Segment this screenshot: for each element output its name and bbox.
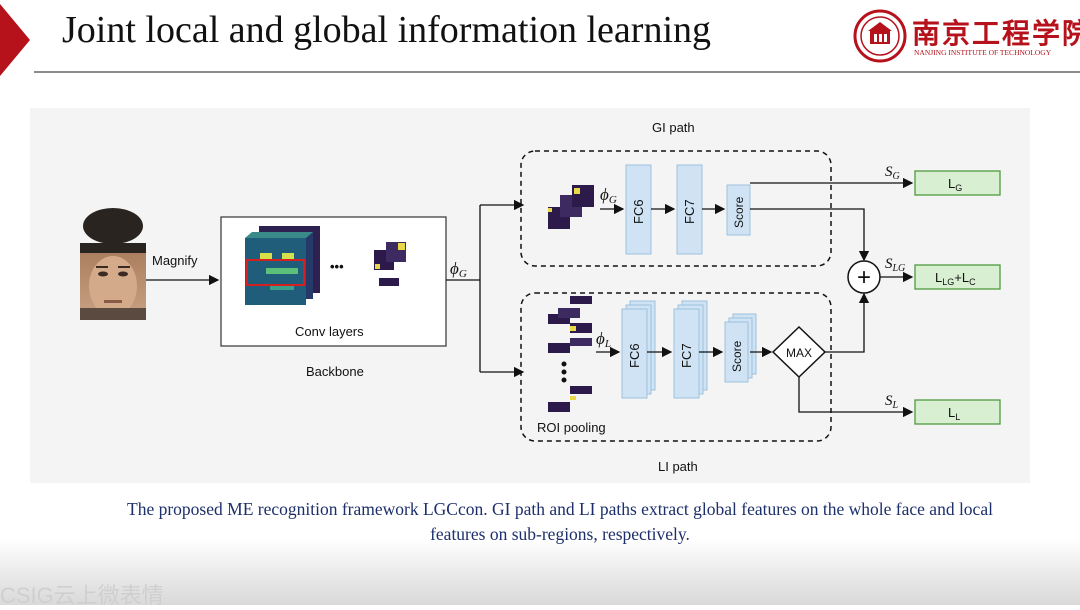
loss-l-label: LL — [948, 405, 960, 422]
loss-l-box — [914, 399, 1001, 425]
figure-caption: The proposed ME recognition framework LG… — [127, 499, 993, 544]
roi-rectangle — [246, 259, 305, 286]
gi-fc6-box — [625, 164, 652, 255]
backbone-label: Backbone — [306, 364, 364, 379]
conv-feature-maps — [245, 226, 320, 305]
backbone-final-feature — [374, 242, 406, 286]
li-fc6-label: FC6 — [627, 343, 642, 368]
figure-panel: Magnify ••• — [30, 108, 1030, 483]
phi-g-gi: ϕG — [600, 185, 617, 206]
loss-lg-box — [914, 264, 1001, 290]
gi-fc7-box — [676, 164, 703, 255]
plus-icon: + — [857, 264, 871, 291]
magnify-label: Magnify — [152, 253, 198, 268]
li-score-stack — [724, 313, 757, 383]
logo-name: 南京工程学院 — [912, 19, 1080, 50]
li-fc6-stack — [621, 300, 656, 399]
logo-subtitle: NANJING INSTITUTE OF TECHNOLOGY — [914, 48, 1052, 57]
backbone-ellipsis: ••• — [330, 259, 344, 274]
gi-to-plus-arrow — [750, 208, 870, 262]
title-divider — [34, 71, 1080, 73]
gi-fc7-label: FC7 — [682, 199, 697, 224]
max-to-plus-arrow — [825, 292, 870, 353]
gi-path-label: GI path — [652, 120, 695, 135]
sl-label: SL — [885, 393, 899, 411]
loss-g-label: LG — [948, 176, 962, 193]
sg-label: SG — [885, 164, 900, 182]
gi-path-box — [520, 150, 832, 267]
gi-fc6-label: FC6 — [631, 199, 646, 224]
max-label: MAX — [786, 346, 812, 360]
gi-feature-map — [548, 185, 594, 229]
gi-score-box — [726, 184, 751, 236]
phi-l-li: ϕL — [596, 329, 611, 350]
red-corner-marker — [0, 4, 30, 76]
max-to-sl-arrow — [798, 377, 914, 418]
roi-pooling-label: ROI pooling — [537, 420, 606, 435]
li-fc7-stack — [673, 300, 708, 399]
gi-score-label: Score — [732, 196, 746, 228]
slg-label: SLG — [885, 256, 905, 274]
li-path-box — [520, 292, 832, 442]
seal-icon — [853, 9, 907, 63]
conv-layers-label: Conv layers — [295, 324, 364, 339]
loss-lg-label: LLG+LC — [935, 270, 976, 287]
li-score-label: Score — [730, 340, 744, 372]
loss-g-box — [914, 170, 1001, 196]
university-logo: 南京工程学院 NANJING INSTITUTE OF TECHNOLOGY — [852, 8, 1080, 64]
framework-diagram: Magnify ••• — [80, 120, 1001, 474]
phi-g-backbone: ϕG — [450, 259, 467, 280]
li-path-label: LI path — [658, 459, 698, 474]
li-roi-features — [548, 296, 592, 412]
watermark: CSIG云上微表情 — [0, 583, 164, 608]
input-face-image — [80, 208, 146, 320]
li-fc7-label: FC7 — [679, 343, 694, 368]
slide-title: Joint local and global information learn… — [62, 9, 712, 51]
